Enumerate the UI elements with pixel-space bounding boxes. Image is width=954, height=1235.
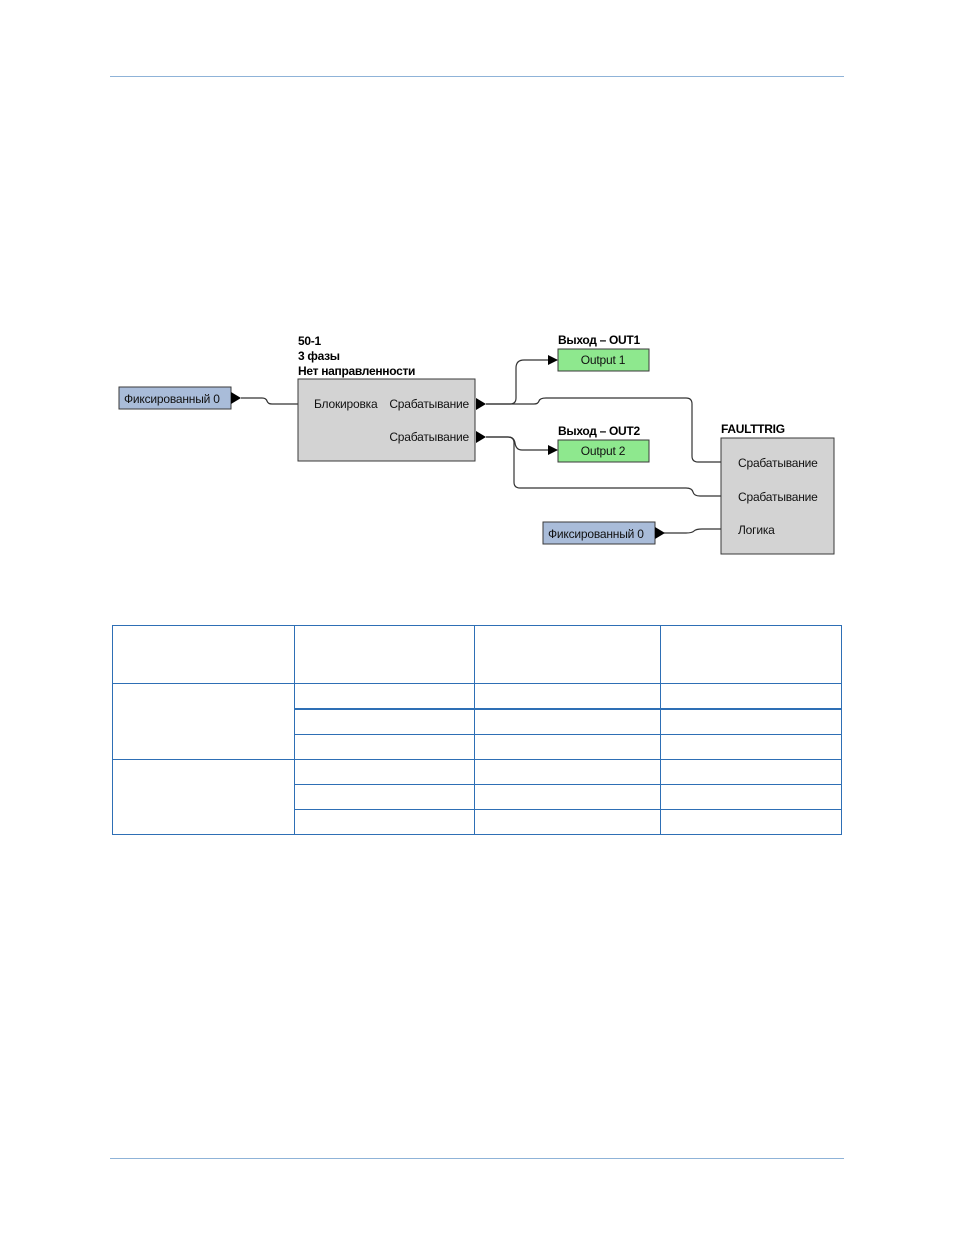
table-header-cell — [474, 625, 661, 684]
output-port-icon — [655, 527, 665, 539]
table-cell — [294, 708, 475, 735]
fixed-input-1[interactable]: Фиксированный 0 — [118, 386, 241, 410]
fixed-input-2[interactable]: Фиксированный 0 — [542, 521, 665, 545]
table-cell — [660, 809, 842, 835]
block-50-output-trip-2: Срабатывание — [389, 430, 469, 444]
table-row — [113, 784, 842, 810]
table-cell — [660, 683, 842, 710]
table-group-label — [112, 759, 295, 835]
table-cell — [474, 734, 661, 760]
table-cell — [660, 734, 842, 760]
block-50-title-2: 3 фазы — [298, 349, 340, 363]
table-row — [113, 809, 842, 835]
table-cell — [474, 809, 661, 835]
output-port-icon — [231, 392, 241, 404]
wires — [241, 355, 731, 534]
table-row — [112, 759, 842, 835]
logic-diagram: Фиксированный 0 50-1 3 фазы Нет направле… — [118, 333, 835, 555]
out1-label: Output 1 — [581, 353, 626, 367]
table-cell — [294, 784, 475, 810]
table-cell — [474, 784, 661, 810]
wire-trip2-to-faulttrig — [486, 436, 731, 501]
table-cell — [660, 708, 842, 735]
table-cell — [660, 784, 842, 810]
block-50-input-block: Блокировка — [314, 397, 378, 411]
fixed-input-2-label: Фиксированный 0 — [548, 527, 644, 541]
wire-trip1-to-faulttrig — [486, 397, 731, 467]
out1-title: Выход – OUT1 — [558, 333, 640, 347]
table-cell — [474, 759, 661, 785]
table-row — [112, 683, 842, 760]
wire-fixed2-to-logic — [664, 524, 731, 534]
out2-label: Output 2 — [581, 444, 626, 458]
wire-fixed1-to-block — [241, 397, 308, 409]
table-header-cell — [660, 625, 842, 684]
table-header-row — [112, 625, 842, 684]
out2-title: Выход – OUT2 — [558, 424, 640, 438]
table-cell — [474, 708, 661, 735]
block-50-output-trip-1: Срабатывание — [389, 397, 469, 411]
block-50-1[interactable]: 50-1 3 фазы Нет направленности Блокировк… — [297, 334, 486, 462]
table-row — [113, 708, 842, 735]
faulttrig-input-trip-1: Срабатывание — [738, 456, 818, 470]
output-out1[interactable]: Выход – OUT1 Output 1 — [557, 333, 650, 372]
table-cell — [294, 809, 475, 835]
table-header-cell — [294, 625, 475, 684]
faulttrig-input-logic: Логика — [738, 523, 775, 537]
block-faulttrig[interactable]: FAULTTRIG Срабатывание Срабатывание Логи… — [720, 422, 835, 555]
output-port-icon — [476, 431, 486, 443]
block-50-title-1: 50-1 — [298, 334, 321, 348]
output-out2[interactable]: Выход – OUT2 Output 2 — [557, 424, 650, 463]
wire-trip2-to-out2 — [486, 436, 558, 455]
table-cell — [294, 683, 475, 710]
table-group-label — [112, 683, 295, 760]
footer-rule — [110, 1158, 844, 1159]
block-50-title-3: Нет направленности — [298, 364, 415, 378]
table-cell — [294, 734, 475, 760]
table-cell — [474, 683, 661, 710]
table-cell — [294, 759, 475, 785]
fixed-input-1-label: Фиксированный 0 — [124, 392, 220, 406]
faulttrig-title: FAULTTRIG — [721, 422, 785, 436]
data-table — [112, 625, 842, 835]
faulttrig-input-trip-2: Срабатывание — [738, 490, 818, 504]
header-rule — [110, 76, 844, 77]
table-header-cell — [112, 625, 295, 684]
table-cell — [660, 759, 842, 785]
output-port-icon — [476, 398, 486, 410]
